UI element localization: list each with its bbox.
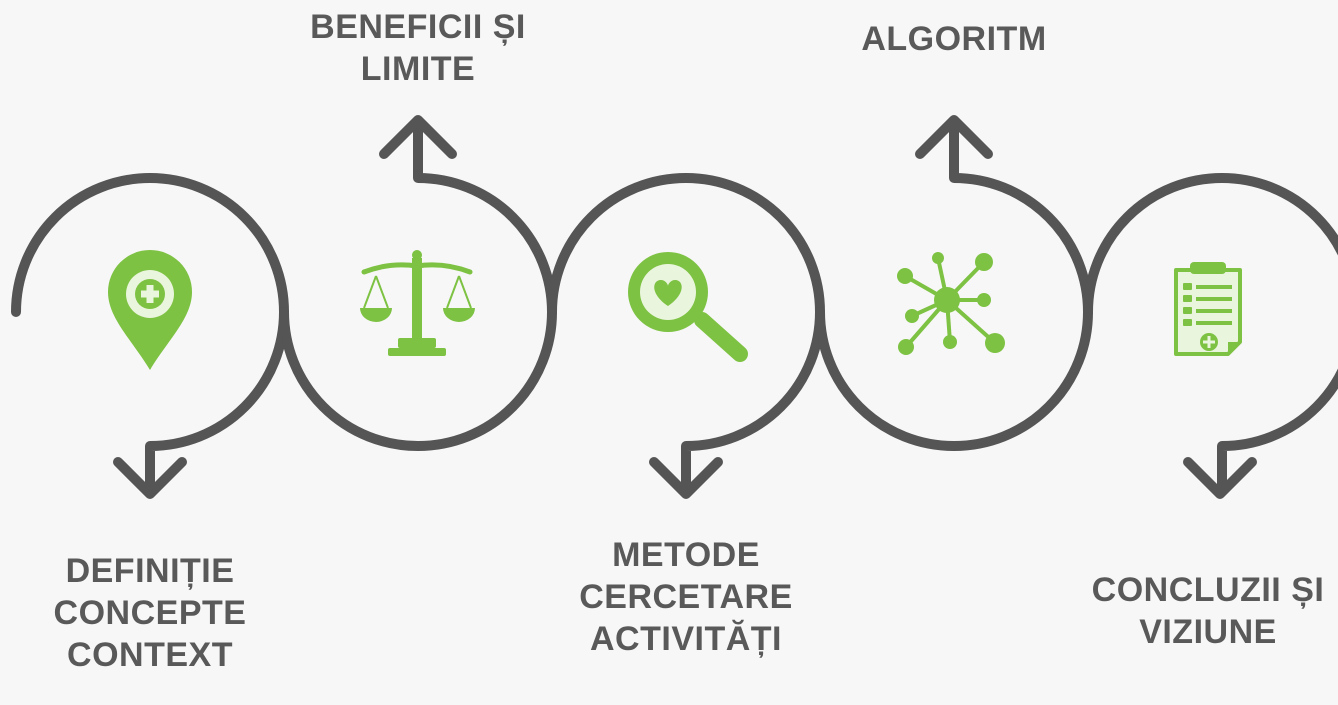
connector-tail-3	[681, 307, 825, 495]
step-label-beneficii: BENEFICII ȘI LIMITE	[310, 8, 526, 88]
down-arrow-1	[113, 457, 187, 499]
step-label-algoritm: ALGORITM	[861, 20, 1047, 58]
down-arrow-3	[649, 457, 723, 499]
clipboard-medical-icon	[1174, 262, 1242, 356]
down-arrow-5	[1183, 457, 1257, 499]
connector-tail-2	[413, 123, 557, 317]
connector-arc-3	[547, 173, 825, 317]
connector-arc-2	[279, 307, 557, 451]
network-nodes-icon	[897, 252, 1005, 355]
connector-tail-5	[1217, 368, 1338, 495]
connector-arc-4	[815, 307, 1093, 451]
step-label-metode: METODE CERCETARE ACTIVITĂȚI	[579, 536, 793, 658]
connector-arc-1	[11, 173, 289, 317]
step-label-concluzii: CONCLUZII ȘI VIZIUNE	[1091, 571, 1325, 651]
magnifier-heart-icon	[628, 252, 748, 362]
step-label-definitie: DEFINIȚIE CONCEPTE CONTEXT	[53, 552, 247, 674]
balance-scale-icon	[360, 250, 475, 356]
connector-tail-4	[949, 123, 1093, 317]
up-arrow-4	[915, 115, 993, 159]
location-pin-plus-icon	[108, 250, 192, 370]
up-arrow-2	[379, 115, 457, 159]
connector-tail-1	[145, 307, 289, 495]
connector-arc-5	[1083, 173, 1338, 317]
